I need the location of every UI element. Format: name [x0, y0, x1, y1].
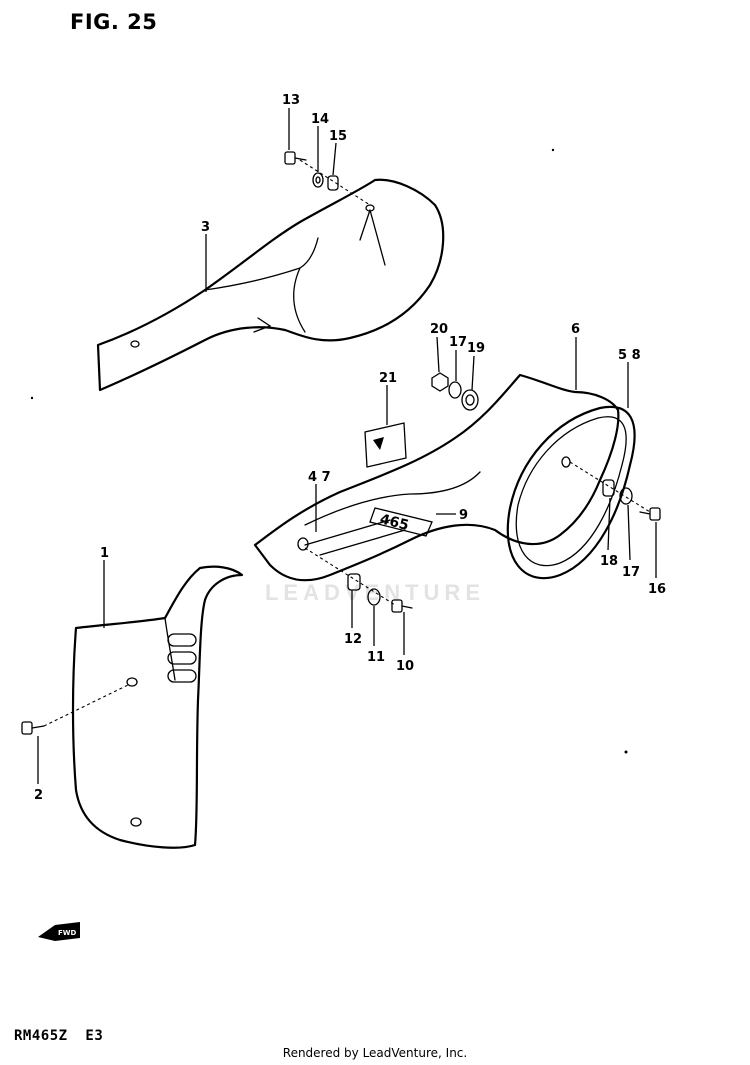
- figure-title: FIG. 25: [70, 10, 158, 34]
- washer-17-upper: [448, 381, 462, 399]
- callout-12: 12: [344, 632, 362, 647]
- forward-arrow-label: FWD: [58, 929, 77, 937]
- callout-13: 13: [282, 93, 300, 108]
- leader-lines: [37, 108, 657, 784]
- callout-1: 1: [100, 546, 109, 561]
- washer-11: [367, 588, 381, 606]
- bolt-16: [639, 507, 661, 521]
- nut-20: [431, 372, 449, 392]
- assembly-line-13: [299, 159, 371, 206]
- collar-12: [347, 573, 361, 591]
- callout-14: 14: [311, 112, 329, 127]
- callout-19: 19: [467, 341, 485, 356]
- callout-3: 3: [201, 220, 210, 235]
- callout-18: 18: [600, 554, 618, 569]
- watermark: LEADVENTURE: [265, 580, 485, 605]
- callout-16: 16: [648, 582, 666, 597]
- bolt-13: [284, 151, 307, 165]
- assembly-line-2: [43, 683, 131, 727]
- assembly-line-16: [569, 461, 651, 513]
- callout-17-upper: 17: [449, 335, 467, 350]
- callout-15: 15: [329, 129, 347, 144]
- callout-9: 9: [459, 508, 468, 523]
- callout-11: 11: [367, 650, 385, 665]
- callout-2: 2: [34, 788, 43, 803]
- collar-18: [602, 479, 615, 497]
- callout-4-7: 4 7: [308, 470, 331, 485]
- footer-credit: Rendered by LeadVenture, Inc.: [282, 1046, 468, 1060]
- callout-6: 6: [571, 322, 580, 337]
- callout-5-8: 5 8: [618, 348, 641, 363]
- washer-14: [312, 172, 324, 188]
- callout-10: 10: [396, 659, 414, 674]
- part-9-decal: 465: [369, 507, 433, 537]
- collar-15: [327, 175, 339, 191]
- callout-20: 20: [430, 322, 448, 337]
- callout-17-right: 17: [622, 565, 640, 580]
- washer-17-right: [619, 487, 633, 505]
- callout-21: 21: [379, 371, 397, 386]
- forward-arrow-icon: FWD: [38, 922, 80, 941]
- model-code: RM465Z E3: [14, 1028, 104, 1044]
- bolt-10: [391, 599, 413, 613]
- part-6-frame-cover: [253, 373, 620, 582]
- part-5-8-gasket: [506, 405, 636, 580]
- part-3-side-cover-upper: [96, 178, 445, 392]
- decal-text: 465: [378, 511, 410, 534]
- screw-2: [21, 721, 45, 735]
- part-21-label: [364, 422, 407, 468]
- part-1-number-plate: [71, 565, 244, 849]
- grommet-19: [461, 389, 479, 411]
